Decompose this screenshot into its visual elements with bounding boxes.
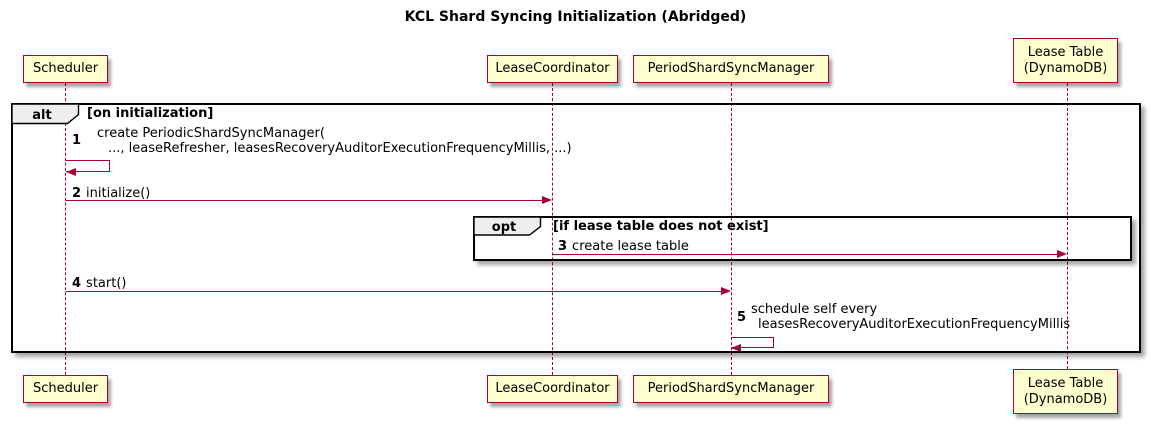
message-2-number: 2 — [72, 186, 82, 201]
opt-frame-pentagon: opt — [474, 217, 542, 236]
message-1-self-arrow — [66, 160, 110, 172]
participant-lease-table-bottom-line2: (DynamoDB) — [1023, 391, 1108, 407]
participant-period-shard-sync-manager-bottom-label: PeriodShardSyncManager — [647, 381, 815, 396]
message-4-number: 4 — [72, 276, 82, 291]
alt-frame-label: alt — [32, 108, 51, 123]
message-3-label: 3 create lease table — [558, 239, 689, 254]
message-4-arrowhead — [721, 287, 731, 295]
participant-period-shard-sync-manager-top-label: PeriodShardSyncManager — [647, 61, 815, 76]
participant-scheduler-top: Scheduler — [23, 55, 108, 83]
message-3-number: 3 — [558, 239, 568, 254]
message-5-line2: leasesRecoveryAuditorExecutionFrequencyM… — [758, 317, 1071, 332]
message-5-line1: schedule self every — [751, 302, 878, 317]
diagram-title: KCL Shard Syncing Initialization (Abridg… — [404, 9, 747, 25]
message-3-text: create lease table — [572, 239, 689, 254]
message-5-number: 5 — [737, 310, 747, 325]
lifeline-lease-coordinator — [552, 83, 553, 375]
participant-lease-coordinator-bottom-label: LeaseCoordinator — [495, 381, 610, 396]
alt-frame-condition: [on initialization] — [87, 106, 214, 121]
participant-period-shard-sync-manager-top: PeriodShardSyncManager — [633, 55, 829, 83]
alt-frame-pentagon: alt — [12, 104, 80, 125]
message-4-label: 4 start() — [72, 276, 126, 291]
message-1-number: 1 — [72, 133, 82, 148]
opt-frame-condition: [if lease table does not exist] — [553, 219, 769, 234]
message-1-label: create PeriodicShardSyncManager( ..., le… — [97, 126, 572, 156]
participant-period-shard-sync-manager-bottom: PeriodShardSyncManager — [633, 375, 829, 403]
message-2-label: 2 initialize() — [72, 186, 150, 201]
opt-frame-label: opt — [492, 220, 516, 235]
participant-lease-table-top: Lease Table (DynamoDB) — [1013, 38, 1118, 83]
participant-lease-table-top-line2: (DynamoDB) — [1023, 60, 1108, 76]
message-1-arrowhead — [66, 168, 76, 176]
participant-lease-coordinator-top: LeaseCoordinator — [487, 55, 618, 83]
participant-lease-coordinator-top-label: LeaseCoordinator — [495, 61, 610, 76]
message-2-text: initialize() — [86, 186, 151, 201]
message-5-label: schedule self every leasesRecoveryAudito… — [751, 302, 1070, 332]
participant-lease-table-bottom: Lease Table (DynamoDB) — [1013, 369, 1118, 414]
opt-frame — [473, 216, 1132, 261]
alt-frame — [11, 103, 1141, 353]
participant-lease-table-top-line1: Lease Table — [1027, 44, 1104, 60]
participant-lease-table-bottom-line1: Lease Table — [1027, 375, 1104, 391]
message-4-arrow-line — [66, 291, 723, 292]
lifeline-lease-table — [1067, 83, 1068, 369]
participant-lease-coordinator-bottom: LeaseCoordinator — [487, 375, 618, 403]
message-5-self-arrow — [731, 337, 774, 348]
message-4-text: start() — [86, 276, 127, 291]
lifeline-scheduler — [65, 83, 66, 375]
participant-scheduler-bottom-label: Scheduler — [32, 381, 99, 396]
message-2-arrow-line — [66, 200, 544, 201]
lifeline-period-shard-sync-manager — [731, 83, 732, 375]
participant-scheduler-top-label: Scheduler — [32, 61, 99, 76]
message-5-arrowhead — [731, 344, 741, 352]
message-2-arrowhead — [542, 196, 552, 204]
message-1-line1: create PeriodicShardSyncManager( — [97, 126, 325, 141]
message-3-arrow-line — [553, 254, 1059, 255]
participant-scheduler-bottom: Scheduler — [23, 375, 108, 403]
message-1-line2: ..., leaseRefresher, leasesRecoveryAudit… — [108, 141, 572, 156]
message-3-arrowhead — [1057, 250, 1067, 258]
